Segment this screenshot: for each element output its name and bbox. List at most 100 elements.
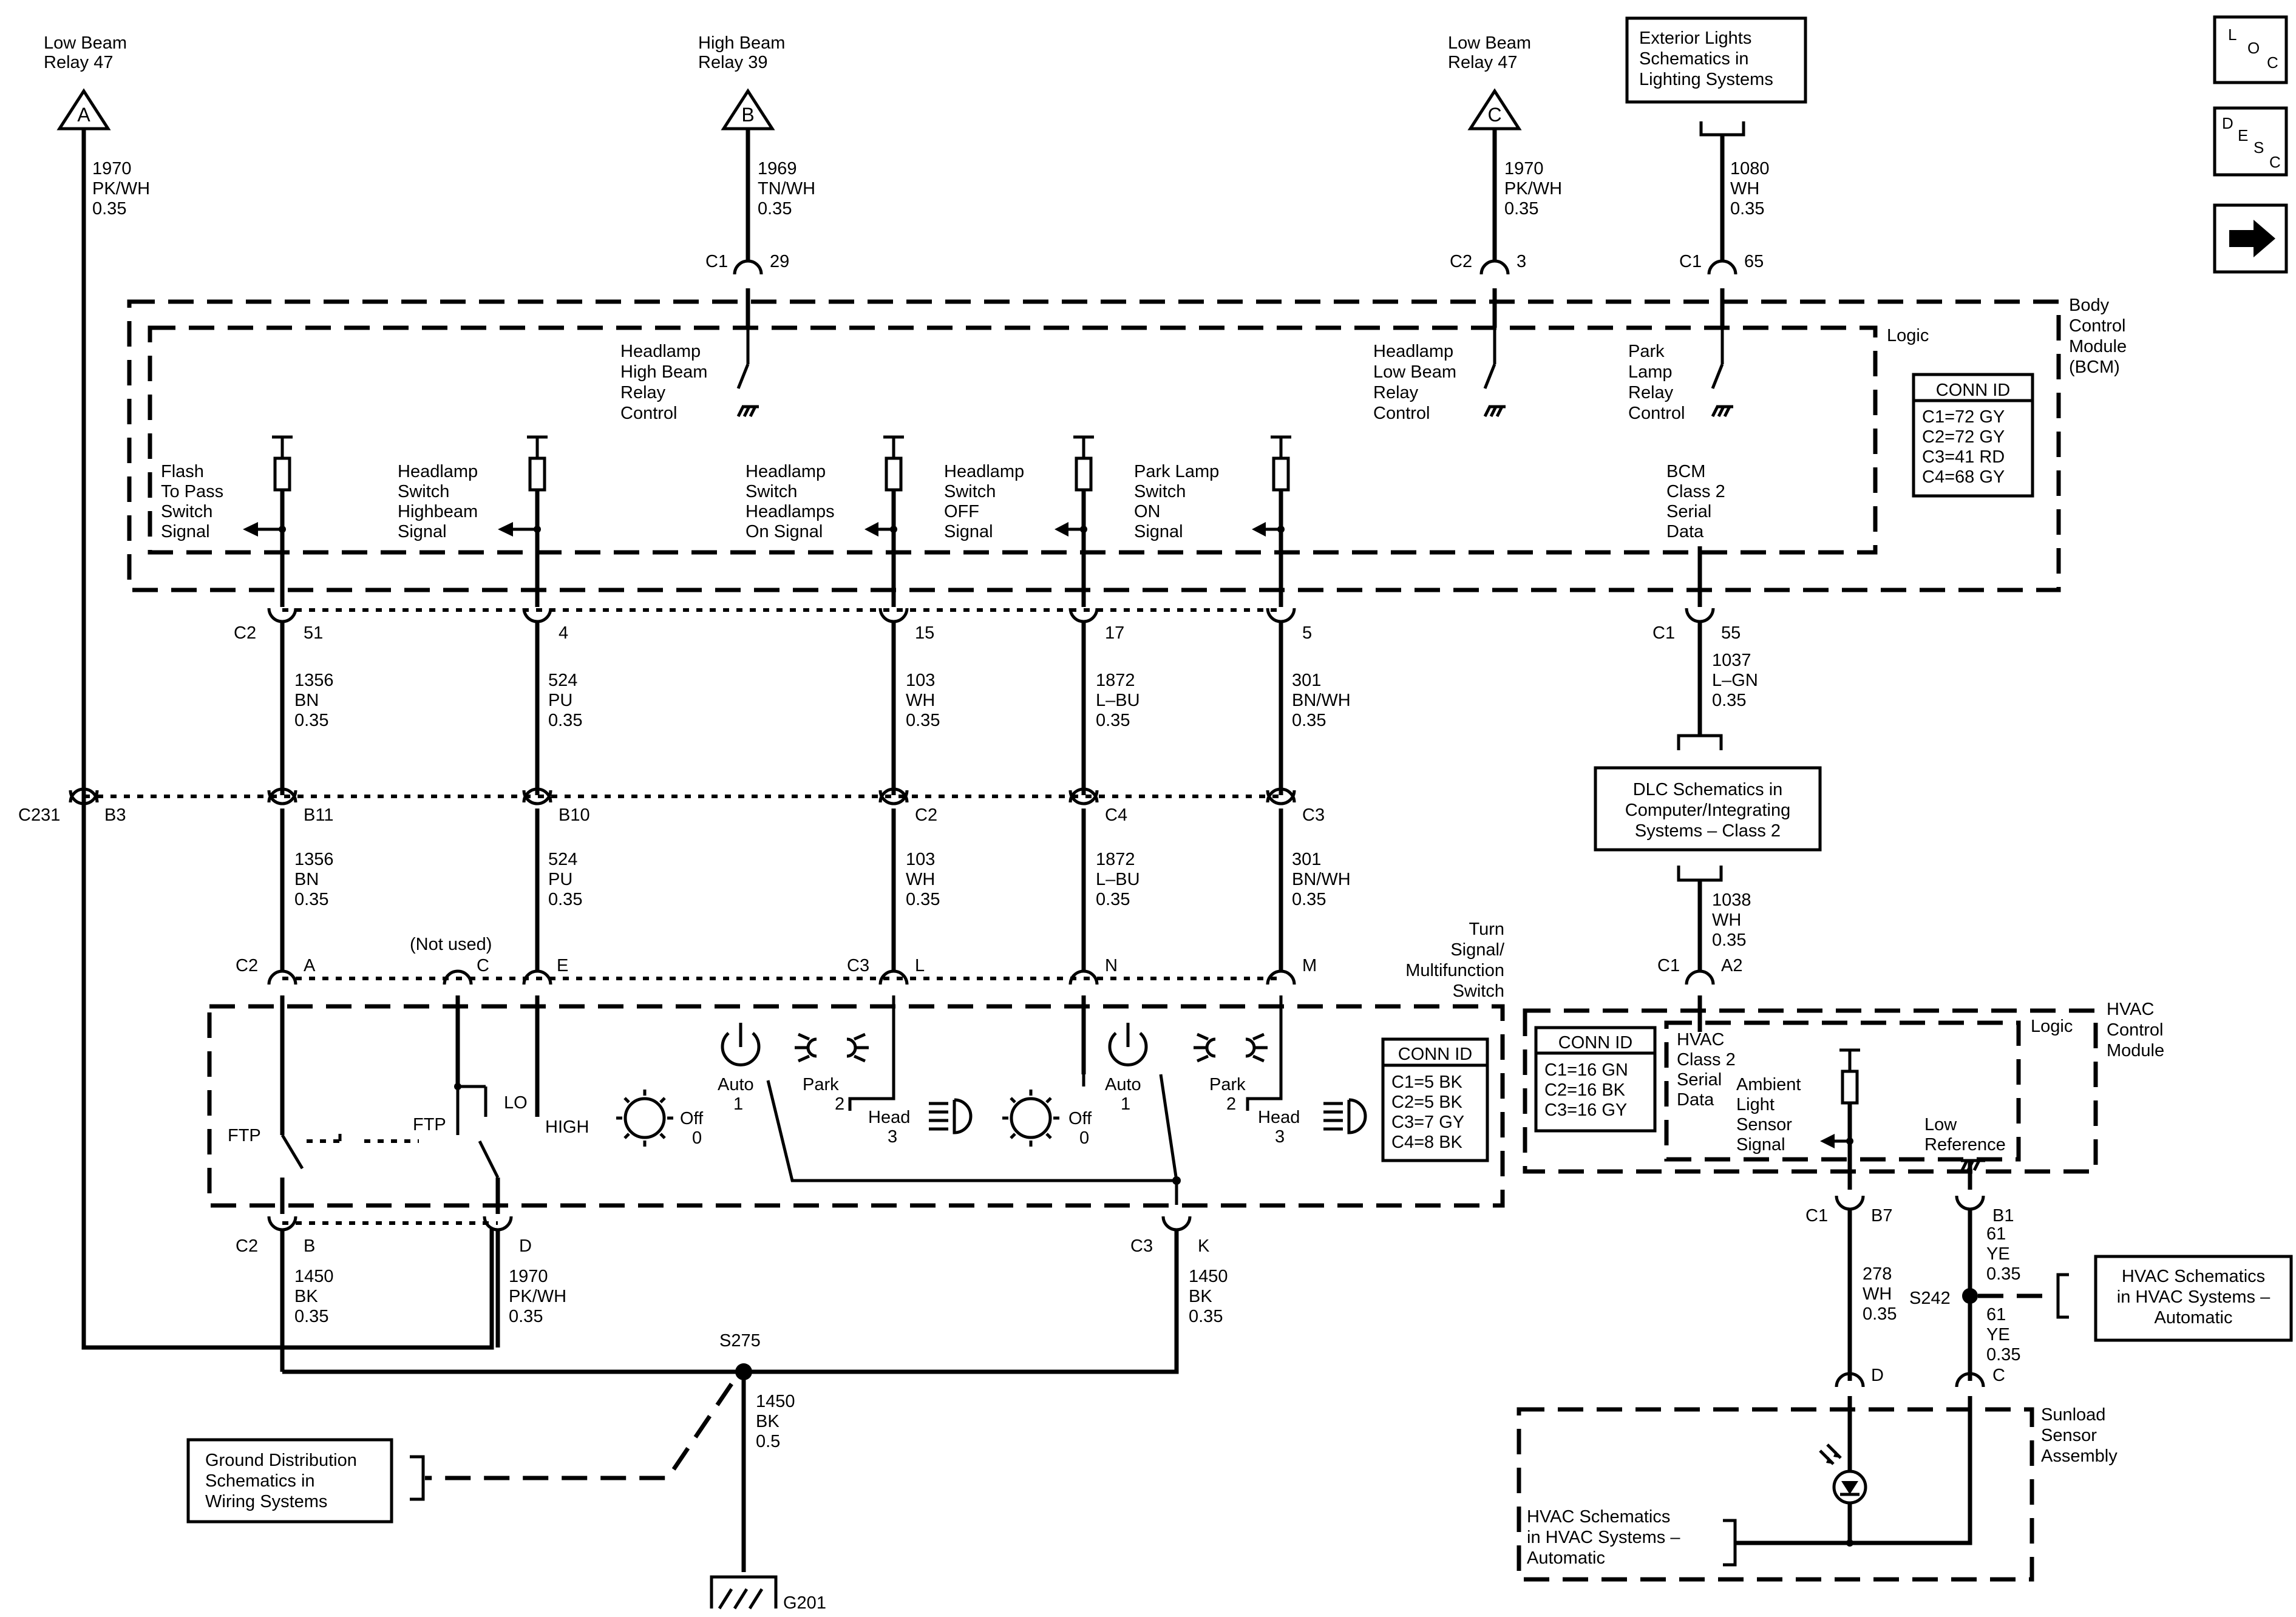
svg-text:C2: C2 [234,623,256,643]
svg-text:0.35: 0.35 [294,890,328,909]
svg-text:1450: 1450 [1189,1267,1228,1286]
svg-text:OFF: OFF [944,502,979,521]
svg-text:Control: Control [2107,1020,2164,1040]
svg-text:Switch: Switch [746,482,797,501]
svg-text:L: L [2228,25,2237,44]
svg-text:B: B [304,1236,315,1256]
power-icon [721,1023,761,1066]
svg-text:BCM: BCM [1666,462,1705,481]
svg-text:FTP: FTP [228,1126,261,1145]
svg-text:LO: LO [504,1093,528,1113]
svg-text:15: 15 [915,623,934,643]
svg-text:65: 65 [1744,252,1764,271]
svg-text:301: 301 [1292,671,1321,690]
lamp-off-icon-2 [1002,1090,1059,1147]
svg-text:0.35: 0.35 [1986,1345,2020,1364]
svg-text:Park Lamp: Park Lamp [1134,462,1219,481]
hvac-bottom-pins: C1 B7 B1 [1805,1195,2014,1225]
svg-text:C1=72 GY: C1=72 GY [1922,407,2005,427]
svg-text:Relay 47: Relay 47 [44,53,113,72]
hvac-boundary [1523,1008,2098,1174]
power-icon-2 [1108,1023,1148,1066]
svg-text:To Pass: To Pass [161,482,223,501]
hvac-bottom-wires: 278 WH 0.35 61 YE 0.35 S242 61 YE 0.35 [1847,1208,2055,1381]
ground-g201: S275 1450 BK 0.5 G201 [425,1331,826,1613]
sunload-sensor-boundary [1517,1407,2034,1582]
svg-text:Wiring Systems: Wiring Systems [205,1492,327,1511]
svg-text:Low Beam: Low Beam [1448,33,1531,53]
svg-text:C4: C4 [1105,805,1127,825]
svg-text:0.35: 0.35 [1189,1307,1223,1326]
bcm-top-pins: C1 29 C2 3 C1 65 [705,252,1764,275]
svg-text:0.35: 0.35 [1096,890,1130,909]
svg-text:Park: Park [803,1075,839,1094]
svg-text:Logic: Logic [2031,1017,2073,1036]
svg-text:524: 524 [548,850,577,869]
svg-text:0: 0 [692,1128,702,1148]
switch-conn-id: CONN ID C1=5 BK C2=5 BK C3=7 GY C4=8 BK [1381,1037,1489,1162]
hvac-conn-id: CONN ID C1=16 GN C2=16 BK C3=16 GY [1534,1026,1657,1133]
svg-text:PK/WH: PK/WH [509,1287,566,1306]
svg-text:61: 61 [1986,1224,2006,1244]
relay-b-ref[interactable]: High Beam Relay 39 B 1969 TN/WH 0.35 [698,33,815,219]
svg-text:3: 3 [1517,252,1526,271]
svg-text:ON: ON [1134,502,1161,521]
svg-text:Ambient: Ambient [1736,1075,1801,1094]
arrow-right-icon[interactable] [2213,203,2288,274]
svg-text:Headlamps: Headlamps [746,502,835,521]
svg-text:C4=8 BK: C4=8 BK [1391,1133,1463,1152]
svg-text:HVAC Schematics: HVAC Schematics [2122,1267,2265,1286]
svg-text:Lighting Systems: Lighting Systems [1639,70,1773,89]
loc-button[interactable]: L O C [2213,15,2288,84]
svg-text:WH: WH [1863,1284,1892,1304]
svg-text:Data: Data [1666,522,1704,541]
svg-text:0.35: 0.35 [1292,711,1326,730]
relay-a-ref[interactable]: Low Beam Relay 47 A 1970 PK/WH 0.35 [44,33,150,219]
svg-text:0.35: 0.35 [548,890,582,909]
svg-text:0.35: 0.35 [294,1307,328,1326]
svg-text:Reference: Reference [1924,1135,2006,1154]
svg-text:L–BU: L–BU [1096,870,1140,889]
svg-text:S242: S242 [1909,1289,1951,1308]
svg-text:Signal: Signal [161,522,210,541]
svg-text:C3: C3 [847,956,869,975]
svg-text:C1: C1 [1679,252,1702,271]
svg-text:Off: Off [1068,1109,1092,1128]
svg-text:Park: Park [1628,342,1665,361]
svg-text:Switch: Switch [398,482,449,501]
desc-button[interactable]: D E S C [2213,106,2288,177]
svg-text:0.35: 0.35 [509,1307,543,1326]
svg-text:C2: C2 [236,1236,258,1256]
svg-text:PK/WH: PK/WH [1504,179,1562,198]
svg-text:High Beam: High Beam [698,33,785,53]
svg-text:Low Beam: Low Beam [1373,362,1456,382]
svg-text:Automatic: Automatic [2155,1308,2233,1327]
hvac-schematics-ref-2[interactable]: HVAC Schematics in HVAC Systems – Automa… [1527,1507,1737,1568]
svg-text:Schematics in: Schematics in [205,1471,315,1491]
mid-wires: 1356 BN 0.35 524 PU 0.35 103 WH 0.35 187… [280,622,1351,795]
ground-distribution-ref[interactable]: Ground Distribution Schematics in Wiring… [186,1438,425,1524]
svg-text:103: 103 [906,850,935,869]
hvac-schematics-ref-1[interactable]: HVAC Schematics in HVAC Systems – Automa… [2056,1255,2293,1342]
park-lamp-icon [795,1032,869,1063]
svg-text:Class 2: Class 2 [1677,1050,1736,1070]
svg-text:Relay 39: Relay 39 [698,53,767,72]
svg-text:Switch: Switch [1134,482,1186,501]
hvac-internals: HVAC Class 2 Serial Data Ambient Light S… [1677,1030,2006,1190]
svg-text:61: 61 [1986,1305,2006,1324]
svg-text:Logic: Logic [1887,326,1929,345]
svg-text:0.35: 0.35 [1096,711,1130,730]
svg-text:A2: A2 [1721,956,1742,975]
exterior-lights-ref[interactable]: Exterior Lights Schematics in Lighting S… [1625,16,1807,219]
svg-text:3: 3 [888,1127,897,1147]
svg-text:1038: 1038 [1712,890,1751,910]
svg-text:1450: 1450 [294,1267,334,1286]
relay-c-ref[interactable]: Low Beam Relay 47 C 1970 PK/WH 0.35 [1448,33,1562,219]
switch-internals: FTP FTP LO HIGH Off 0 Auto 1 Park 2 Head… [228,995,1367,1214]
dlc-ref[interactable]: 1037 L–GN 0.35 DLC Schematics in Compute… [1594,622,1822,971]
svg-text:C2=16 BK: C2=16 BK [1544,1080,1626,1100]
svg-text:HVAC: HVAC [1677,1030,1724,1049]
hvac-logic-boundary [1664,1020,2021,1162]
svg-text:(Not used): (Not used) [410,935,492,954]
